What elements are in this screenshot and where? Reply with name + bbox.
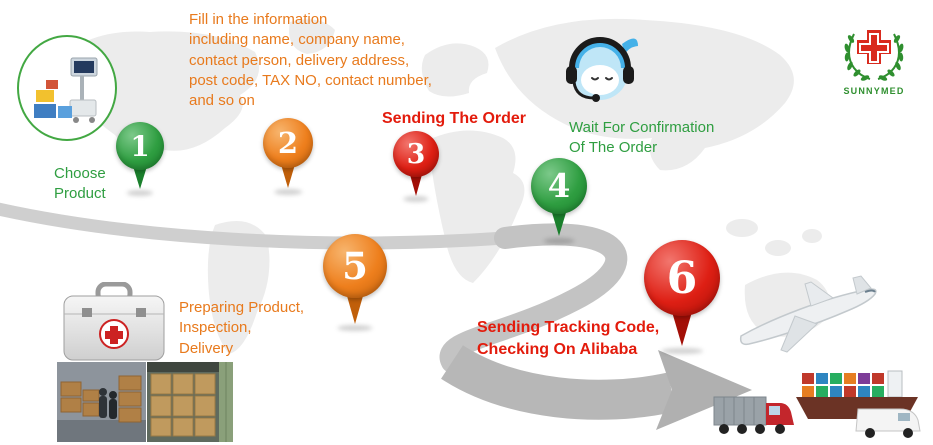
- pin-step-2: 2: [263, 118, 313, 196]
- pin-3-number: 3: [406, 138, 426, 170]
- step-6-label: Sending Tracking Code, Checking On Aliba…: [477, 319, 660, 358]
- cargo-airplane-photo: [733, 272, 883, 360]
- step-4-label: Wait For Confirmation Of The Order: [569, 119, 715, 157]
- pin-2-number: 2: [277, 126, 299, 160]
- company-logo: SUNNYMED: [840, 26, 908, 96]
- pin-2-ball: 2: [263, 118, 313, 168]
- red-cross-laurel-icon: [844, 30, 904, 81]
- white-van: [855, 408, 921, 438]
- pin-step-4: 4: [531, 158, 587, 245]
- pin-step-1: 1: [116, 122, 164, 196]
- pin-5-number: 5: [342, 244, 368, 288]
- pin-4-number: 4: [547, 167, 571, 205]
- pin-3-ball: 3: [393, 131, 439, 177]
- first-aid-case-photo: [60, 282, 168, 364]
- pin-5-ball: 5: [323, 234, 387, 298]
- pin-step-5: 5: [323, 234, 387, 333]
- pin-step-6: 6: [644, 240, 720, 358]
- step-5-label: Preparing Product, Inspection, Delivery: [179, 299, 305, 357]
- red-truck: [713, 396, 794, 434]
- pin-6-ball: 6: [644, 240, 720, 316]
- product-photo: [16, 34, 118, 142]
- warehouse-packing-photo: [57, 362, 146, 442]
- logo-text: SUNNYMED: [843, 86, 905, 96]
- container-loading-photo: [147, 362, 233, 442]
- pin-1-number: 1: [130, 129, 150, 163]
- container-ship-and-trucks-photo: [712, 345, 932, 445]
- pin-step-3: 3: [393, 131, 439, 202]
- step-1-label: Choose Product: [54, 165, 106, 203]
- pin-6-number: 6: [666, 252, 698, 304]
- step-2-label: Fill in the information including name, …: [189, 11, 432, 109]
- world-map-background: [60, 18, 830, 354]
- pin-4-ball: 4: [531, 158, 587, 214]
- step-3-label: Sending The Order: [382, 110, 527, 127]
- customer-service-icon: [556, 26, 640, 112]
- arrowhead: [656, 350, 752, 430]
- pin-1-ball: 1: [116, 122, 164, 170]
